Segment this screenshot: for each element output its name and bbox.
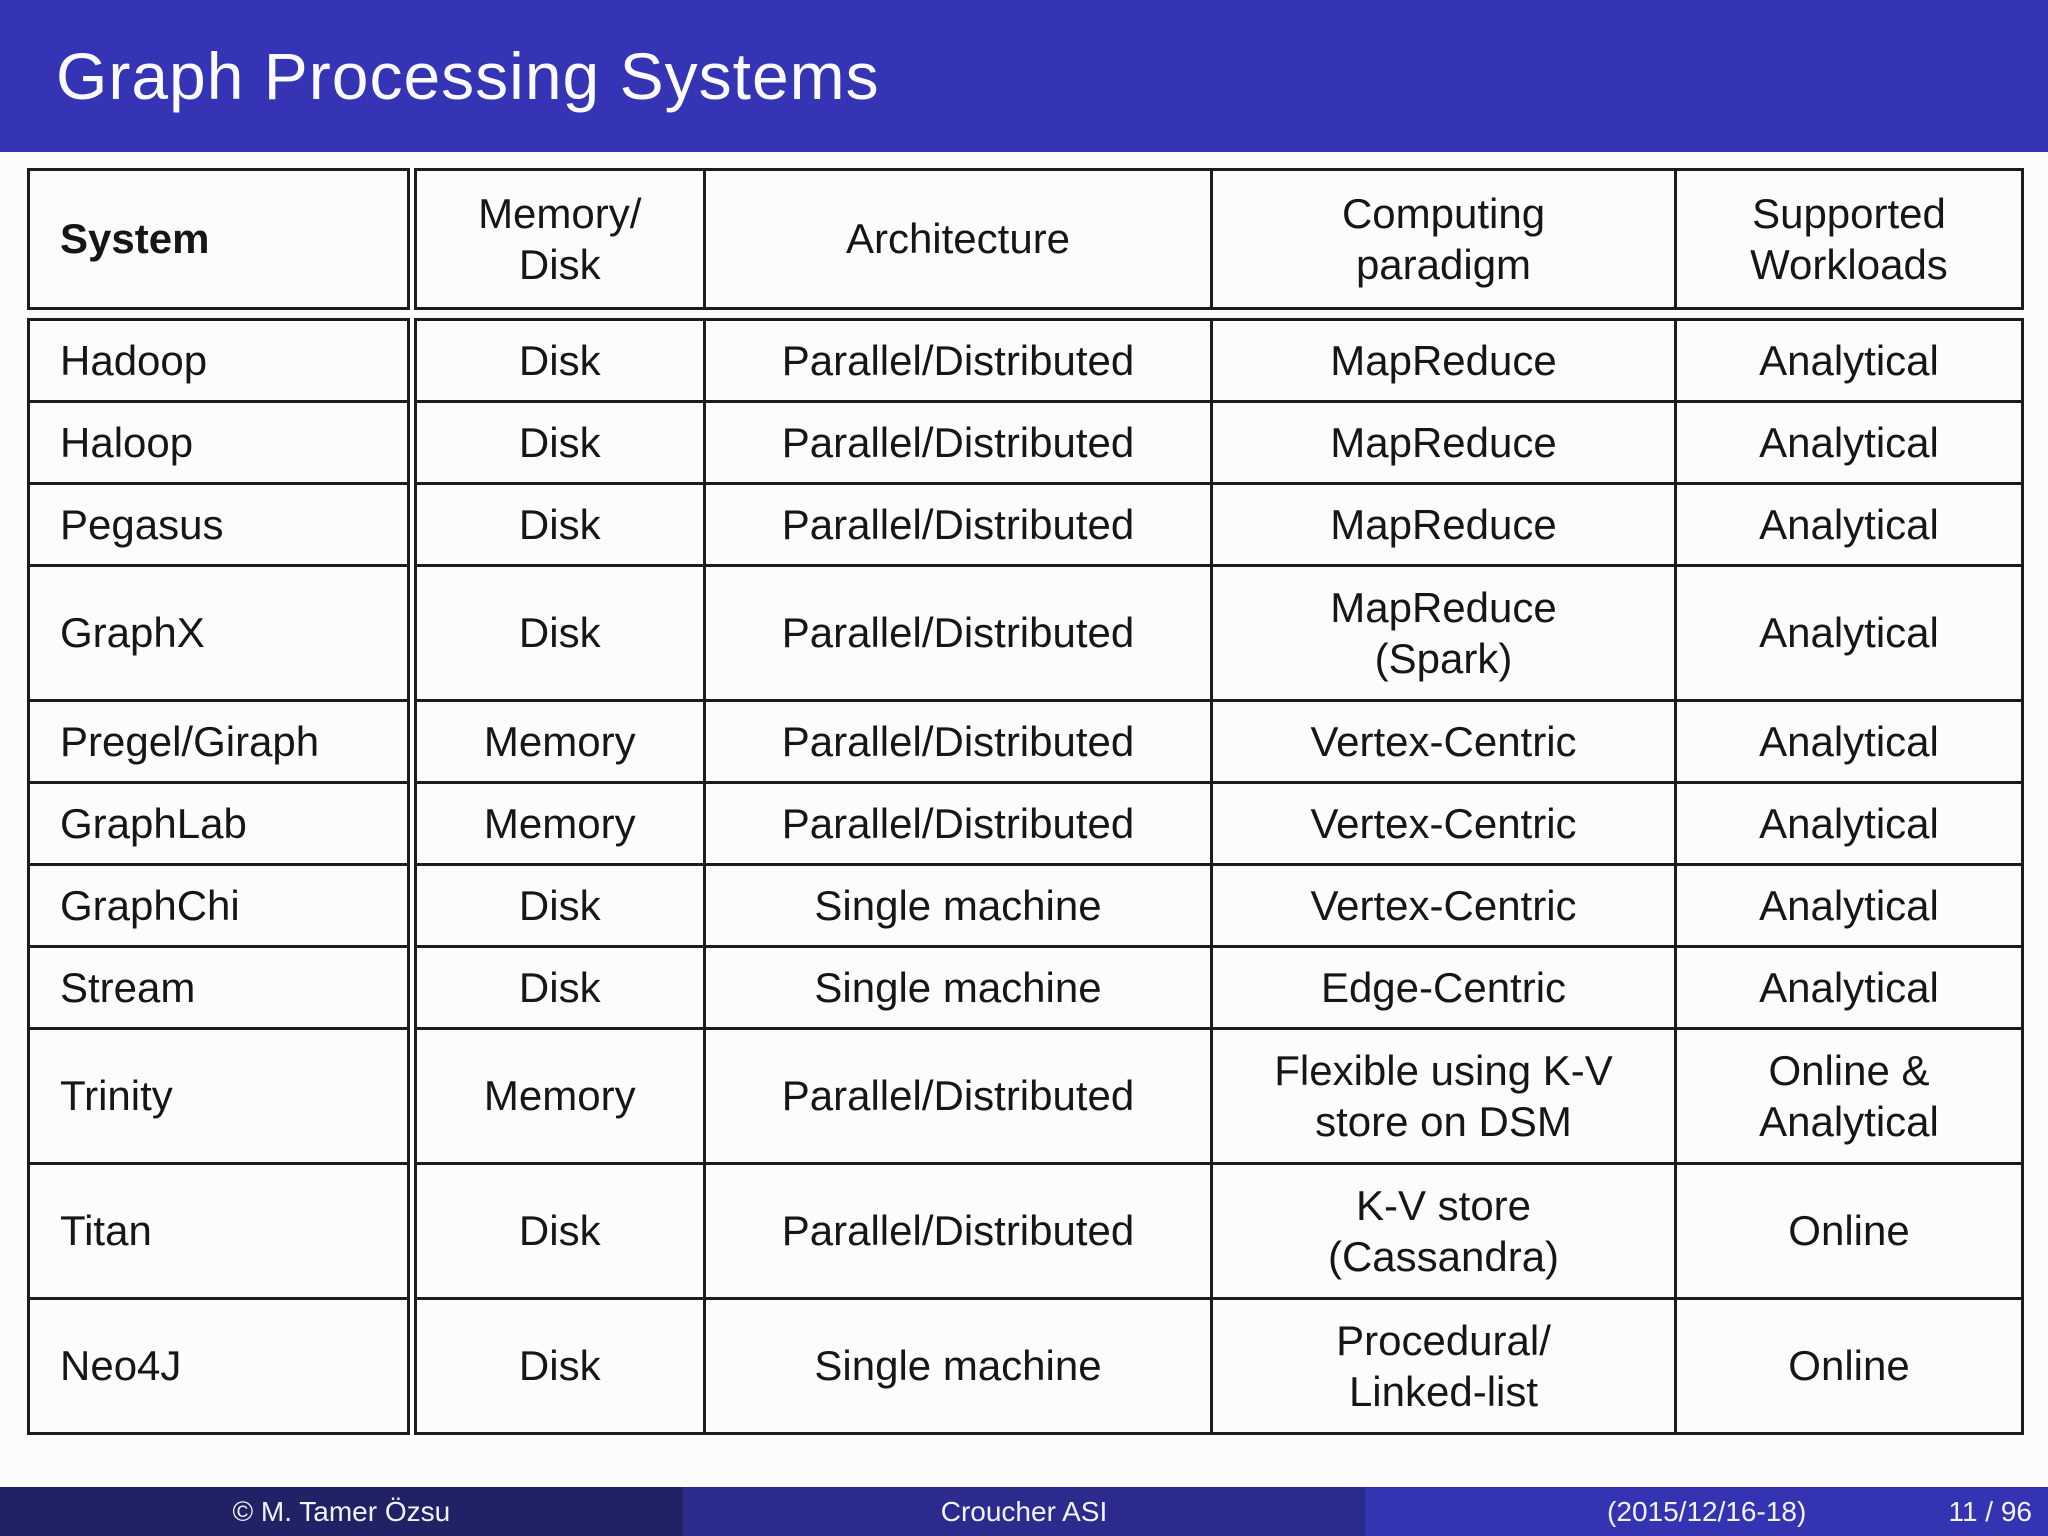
footer: © M. Tamer Özsu Croucher ASI (2015/12/16… — [0, 1487, 2048, 1536]
cell-workloads: Analytical — [1674, 699, 2024, 784]
cell-memory_disk: Memory — [406, 781, 706, 866]
cell-paradigm: Procedural/ Linked-list — [1210, 1297, 1677, 1435]
cell-workloads: Online — [1674, 1297, 2024, 1435]
footer-page-number: 11 / 96 — [1948, 1495, 2033, 1527]
cell-system: Hadoop — [27, 318, 413, 403]
cell-architecture: Parallel/Distributed — [703, 564, 1213, 702]
cell-workloads: Analytical — [1674, 863, 2024, 948]
footer-date: (2015/12/16-18) — [1607, 1495, 1807, 1527]
cell-memory_disk: Disk — [406, 318, 706, 403]
footer-author: © M. Tamer Özsu — [232, 1495, 451, 1527]
header-cell-architecture: Architecture — [703, 168, 1213, 310]
cell-memory_disk: Disk — [406, 564, 706, 702]
cell-system: Stream — [27, 945, 413, 1030]
header-cell-paradigm: Computing paradigm — [1210, 168, 1677, 310]
cell-memory_disk: Disk — [406, 863, 706, 948]
cell-paradigm: MapReduce — [1210, 318, 1677, 403]
cell-architecture: Parallel/Distributed — [703, 781, 1213, 866]
header-cell-workloads: Supported Workloads — [1674, 168, 2024, 310]
cell-paradigm: Edge-Centric — [1210, 945, 1677, 1030]
footer-venue-section: Croucher ASI — [682, 1487, 1366, 1536]
cell-workloads: Analytical — [1674, 781, 2024, 866]
cell-memory_disk: Disk — [406, 482, 706, 567]
cell-workloads: Online — [1674, 1162, 2024, 1300]
cell-memory_disk: Memory — [406, 699, 706, 784]
cell-memory_disk: Memory — [406, 1027, 706, 1165]
cell-architecture: Parallel/Distributed — [703, 400, 1213, 485]
cell-workloads: Analytical — [1674, 482, 2024, 567]
cell-architecture: Parallel/Distributed — [703, 482, 1213, 567]
footer-venue: Croucher ASI — [940, 1495, 1108, 1527]
cell-paradigm: K-V store (Cassandra) — [1210, 1162, 1677, 1300]
cell-architecture: Single machine — [703, 945, 1213, 1030]
cell-workloads: Analytical — [1674, 945, 2024, 1030]
cell-memory_disk: Disk — [406, 1162, 706, 1300]
cell-workloads: Analytical — [1674, 318, 2024, 403]
cell-memory_disk: Disk — [406, 400, 706, 485]
cell-system: Haloop — [27, 400, 413, 485]
cell-system: Pregel/Giraph — [27, 699, 413, 784]
cell-system: Trinity — [27, 1027, 413, 1165]
header-cell-memory_disk: Memory/ Disk — [406, 168, 706, 310]
cell-paradigm: MapReduce — [1210, 482, 1677, 567]
cell-paradigm: Vertex-Centric — [1210, 781, 1677, 866]
cell-architecture: Single machine — [703, 1297, 1213, 1435]
cell-system: GraphChi — [27, 863, 413, 948]
footer-date-section: (2015/12/16-18) 11 / 96 — [1365, 1487, 2048, 1536]
title-bar: Graph Processing Systems — [0, 0, 2048, 152]
cell-architecture: Single machine — [703, 863, 1213, 948]
cell-memory_disk: Disk — [406, 945, 706, 1030]
cell-paradigm: Flexible using K-V store on DSM — [1210, 1027, 1677, 1165]
cell-architecture: Parallel/Distributed — [703, 1162, 1213, 1300]
cell-architecture: Parallel/Distributed — [703, 318, 1213, 403]
cell-system: Titan — [27, 1162, 413, 1300]
cell-system: Pegasus — [27, 482, 413, 567]
cell-architecture: Parallel/Distributed — [703, 699, 1213, 784]
cell-workloads: Analytical — [1674, 564, 2024, 702]
footer-author-section: © M. Tamer Özsu — [0, 1487, 683, 1536]
cell-paradigm: MapReduce (Spark) — [1210, 564, 1677, 702]
cell-paradigm: Vertex-Centric — [1210, 863, 1677, 948]
cell-system: Neo4J — [27, 1297, 413, 1435]
cell-workloads: Online & Analytical — [1674, 1027, 2024, 1165]
header-cell-system: System — [27, 168, 413, 310]
cell-paradigm: Vertex-Centric — [1210, 699, 1677, 784]
cell-system: GraphLab — [27, 781, 413, 866]
cell-architecture: Parallel/Distributed — [703, 1027, 1213, 1165]
page-title: Graph Processing Systems — [56, 39, 880, 113]
cell-paradigm: MapReduce — [1210, 400, 1677, 485]
cell-memory_disk: Disk — [406, 1297, 706, 1435]
cell-workloads: Analytical — [1674, 400, 2024, 485]
cell-system: GraphX — [27, 564, 413, 702]
